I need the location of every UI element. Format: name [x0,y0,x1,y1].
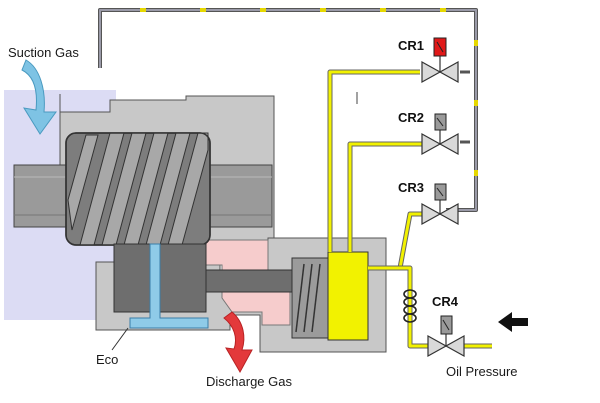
discharge-arrow-icon [223,311,253,374]
eco-label: Eco [96,352,118,367]
slide-valve-rod [205,269,295,293]
cr2-label: CR2 [398,110,424,125]
cr3-label: CR3 [398,180,424,195]
piston [291,257,329,339]
coil [403,289,417,323]
eco-leader-line [111,327,129,351]
valve-cr2 [421,113,459,156]
oil-pressure-arrow-icon [498,312,528,332]
oil-lines [327,69,492,349]
valve-cr1 [421,37,459,84]
shaft-right [207,164,273,228]
discharge-gas-label: Discharge Gas [206,374,292,389]
oil-pressure-label: Oil Pressure [446,364,518,379]
shaft-left [13,164,71,228]
cr4-label: CR4 [432,294,459,309]
cr1-label: CR1 [398,38,424,53]
valve-cr3 [421,183,459,226]
screw-rotor [65,132,211,246]
oil-cylinder [327,251,369,341]
control-line-marks [140,8,478,176]
suction-gas-label: Suction Gas [8,45,79,60]
suction-arrow-icon [21,59,57,135]
economizer-port [129,243,209,329]
valve-cr4 [427,315,465,358]
